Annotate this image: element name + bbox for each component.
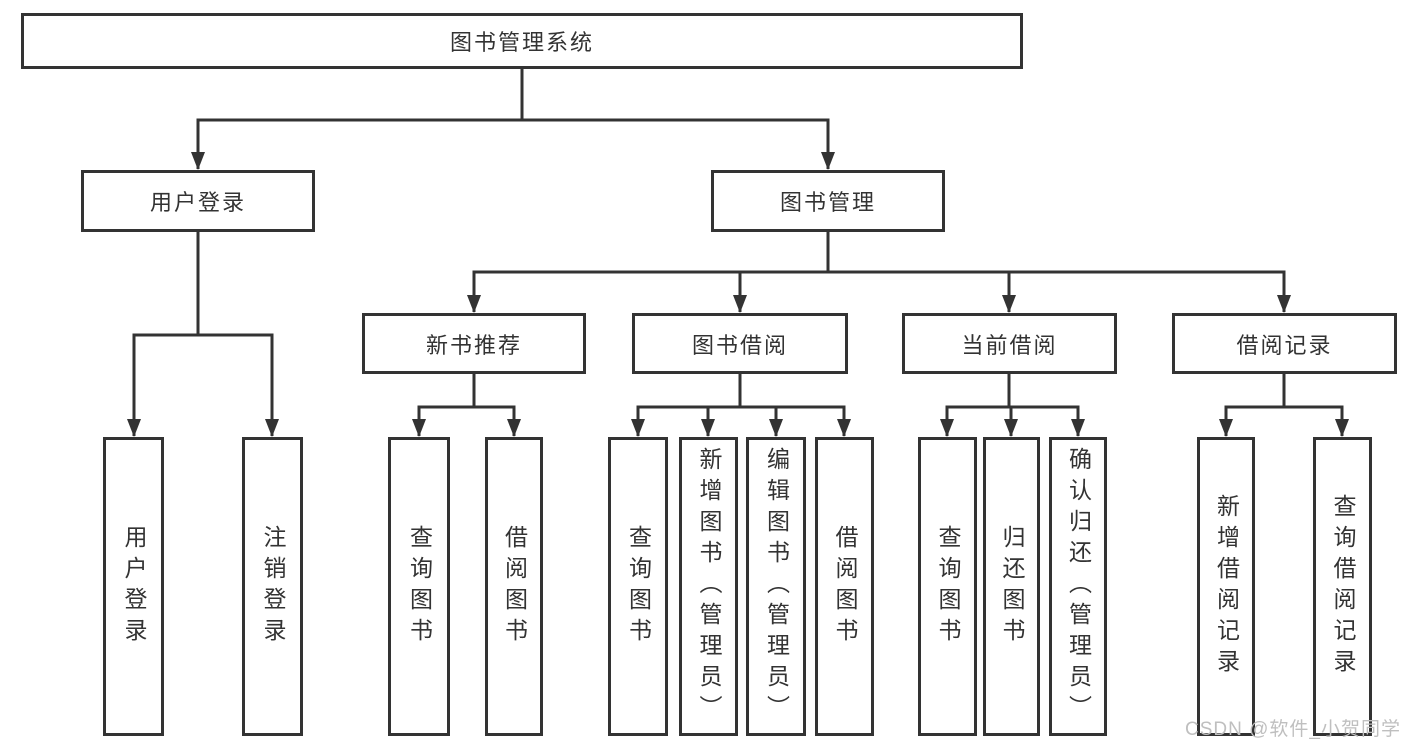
leaf-edit-books-admin: 编辑图书（管理员）: [746, 437, 806, 736]
node-library-management-system: 图书管理系统: [21, 13, 1023, 69]
leaf-add-borrow-record: 新增借阅记录: [1197, 437, 1255, 736]
leaf-add-books-admin: 新增图书（管理员）: [679, 437, 738, 736]
leaf-query-borrow-record: 查询借阅记录: [1313, 437, 1372, 736]
node-book-management: 图书管理: [711, 170, 945, 232]
node-new-book-recommend: 新书推荐: [362, 313, 586, 374]
node-borrow-record: 借阅记录: [1172, 313, 1397, 374]
leaf-confirm-return-admin: 确认归还（管理员）: [1049, 437, 1107, 736]
leaf-query-books-current: 查询图书: [918, 437, 977, 736]
node-user-login: 用户登录: [81, 170, 315, 232]
leaf-query-books-borrow: 查询图书: [608, 437, 668, 736]
node-book-borrow: 图书借阅: [632, 313, 848, 374]
node-current-borrow: 当前借阅: [902, 313, 1117, 374]
leaf-query-books-recommend: 查询图书: [388, 437, 450, 736]
leaf-user-login: 用户登录: [103, 437, 164, 736]
csdn-watermark: CSDN @软件_小贺同学: [1185, 719, 1401, 740]
leaf-borrow-books: 借阅图书: [815, 437, 874, 736]
leaf-return-books: 归还图书: [983, 437, 1040, 736]
leaf-logout: 注销登录: [242, 437, 303, 736]
leaf-borrow-books-recommend: 借阅图书: [485, 437, 543, 736]
